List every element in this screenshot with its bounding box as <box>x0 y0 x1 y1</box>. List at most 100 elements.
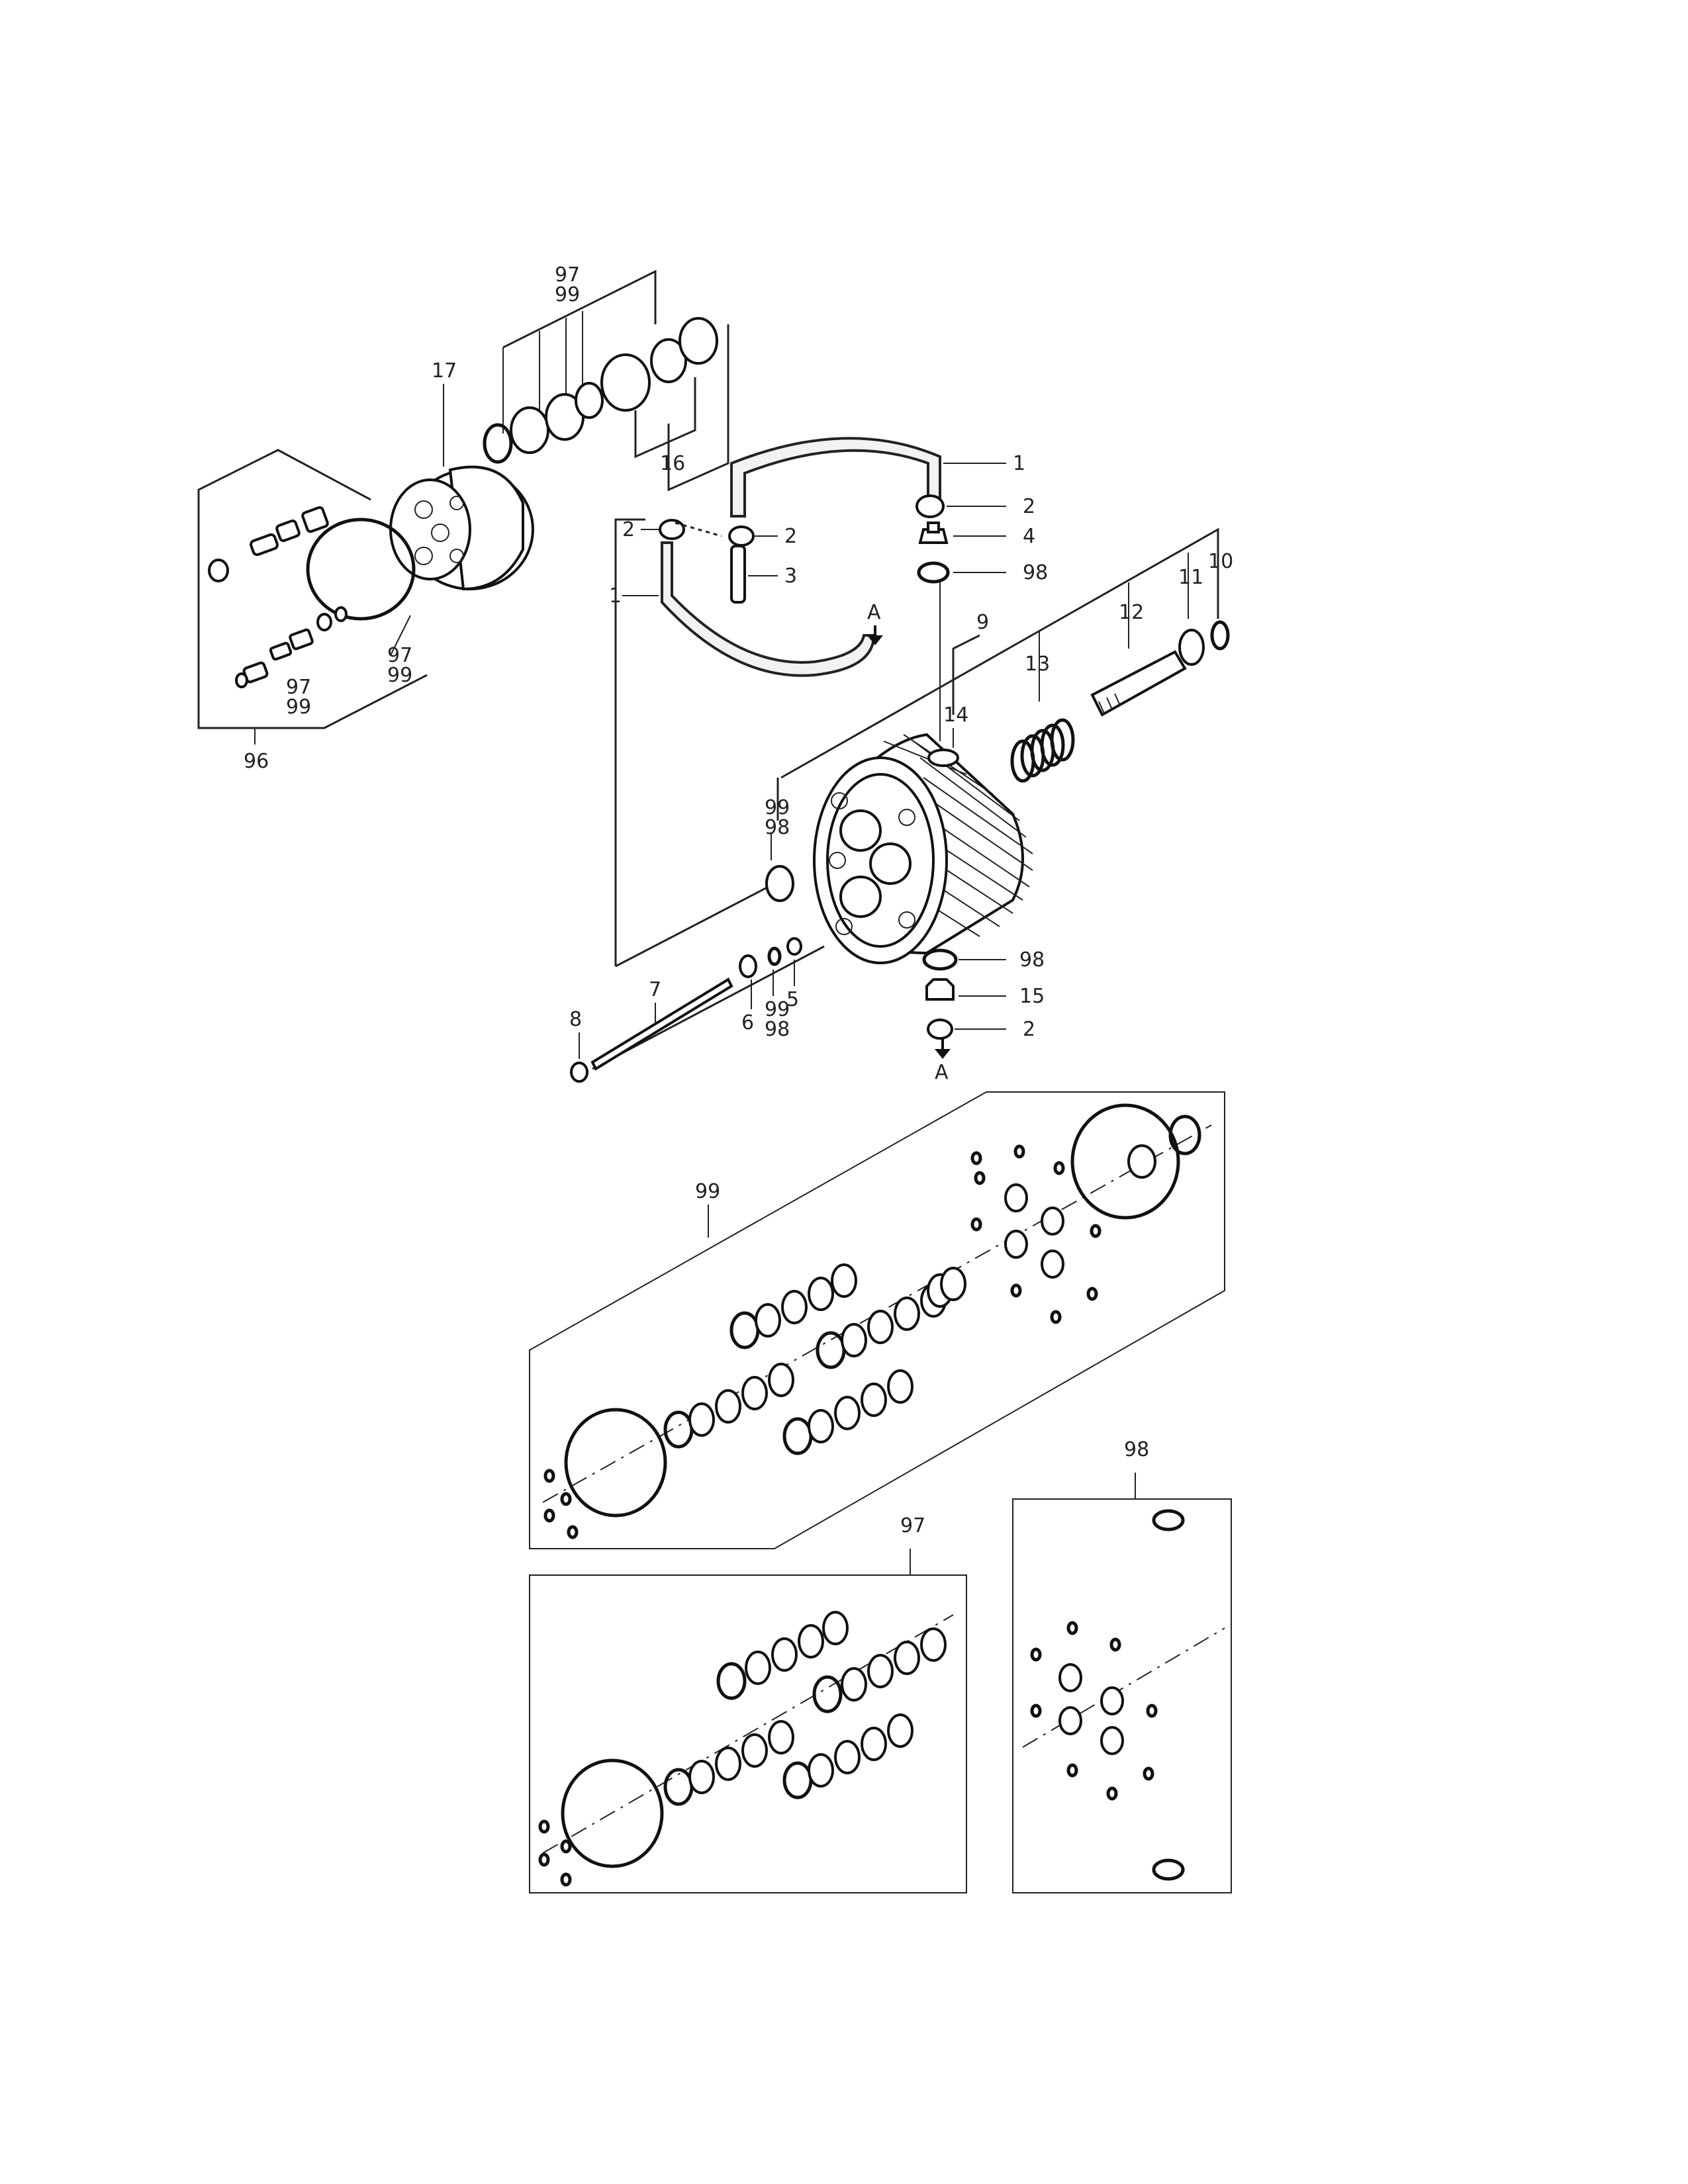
group-96-bracket <box>197 449 428 729</box>
callout-3: 3 <box>784 565 797 588</box>
support-ring <box>650 338 687 383</box>
kit-98-label: 98 <box>1124 1438 1149 1461</box>
part-15-plug <box>925 978 955 1001</box>
callout-4: 4 <box>1023 525 1035 548</box>
head-o-ring <box>306 518 416 621</box>
piston-bore <box>839 876 882 918</box>
arrow-down-icon <box>935 1039 951 1059</box>
callout-97: 97 <box>555 263 580 287</box>
part-8-nut <box>570 1062 588 1083</box>
kit-99-panel: 99 <box>529 1091 1225 1549</box>
callout-2: 2 <box>1023 495 1035 518</box>
callout-96: 96 <box>244 750 269 773</box>
callout-99: 99 <box>286 696 311 719</box>
callout-7: 7 <box>649 978 661 1001</box>
part-1-hose <box>730 437 941 518</box>
kit-99-label: 99 <box>695 1180 720 1203</box>
large-o-ring <box>561 1758 664 1868</box>
front-fasteners: 99 98 7 8 6 99 98 5 <box>569 518 825 1083</box>
part-10-snap-ring <box>1210 620 1230 651</box>
piston-bore <box>869 842 912 885</box>
outlet-fittings: 98 15 2 A <box>922 582 1045 1084</box>
o-ring <box>483 423 513 464</box>
callout-12: 12 <box>1119 601 1144 624</box>
o-ring <box>1168 1115 1201 1156</box>
o-ring <box>1152 1509 1185 1531</box>
packing-set: 97 99 16 <box>483 263 729 492</box>
large-o-ring <box>564 1408 667 1518</box>
callout-10: 10 <box>1208 550 1233 573</box>
part-98-seal <box>917 561 950 584</box>
part-2-clamp <box>728 525 755 547</box>
o-ring <box>1152 1858 1185 1881</box>
arrow-a-label: A <box>935 1061 949 1084</box>
callout-1: 1 <box>1013 452 1025 475</box>
part-14-port <box>927 749 959 767</box>
hose-set: 1 1 2 2 2 3 4 98 A <box>609 437 1048 677</box>
main-pump-housing: 14 9 <box>813 611 1033 964</box>
packing-ring <box>510 406 549 454</box>
part-3-tube <box>730 545 746 604</box>
callout-2: 2 <box>784 525 797 548</box>
packing-ring <box>575 382 604 419</box>
kit-97-panel: 97 <box>529 1514 967 1893</box>
large-o-ring <box>1070 1103 1180 1220</box>
kit-99-small-seals <box>543 1144 1102 1539</box>
small-o-ring <box>767 946 782 966</box>
callout-9: 9 <box>976 611 989 634</box>
callout-16: 16 <box>660 452 685 475</box>
seal-ring <box>765 865 794 902</box>
callout-97: 97 <box>387 644 412 667</box>
part-7-tie-rod <box>590 978 733 1071</box>
part-16-sleeve <box>679 317 718 365</box>
callout-2: 2 <box>622 518 635 541</box>
kit-97-small-rings <box>538 1819 572 1887</box>
part-2-clamp <box>927 1019 953 1040</box>
callout-98: 98 <box>1019 948 1045 972</box>
valve-parts <box>208 506 348 688</box>
arrow-down-icon <box>867 625 883 645</box>
callout-98: 98 <box>765 1018 790 1041</box>
callout-17: 17 <box>432 359 457 383</box>
kit-98-panel: 98 <box>1012 1438 1232 1893</box>
packing-retainer <box>600 353 651 412</box>
part-17-cylinder-head <box>389 465 534 591</box>
part-5-washer <box>786 937 802 956</box>
part-98-seal <box>922 948 958 971</box>
kit-99-packings <box>663 1263 966 1455</box>
group-96-valve-head: 97 99 97 99 96 17 <box>197 359 534 773</box>
callout-15: 15 <box>1019 985 1045 1008</box>
part-2-clamp <box>659 519 685 540</box>
callout-99: 99 <box>387 664 412 687</box>
part-11-washer <box>1178 629 1205 666</box>
callout-8: 8 <box>569 1008 582 1031</box>
seal <box>1127 1144 1156 1179</box>
part-1-hose <box>661 541 876 677</box>
kit-98-seals <box>1030 1621 1158 1801</box>
part-6-washer <box>739 954 757 978</box>
kit-98-box <box>1012 1498 1232 1893</box>
callout-11: 11 <box>1178 566 1203 589</box>
kit-97-box <box>529 1574 967 1893</box>
callout-99: 99 <box>765 796 790 819</box>
callout-5: 5 <box>786 988 799 1011</box>
kit-97-label: 97 <box>900 1514 925 1537</box>
part-2-clamp <box>915 494 945 518</box>
callout-13: 13 <box>1025 653 1050 676</box>
part-13-spring <box>1010 718 1075 783</box>
callout-98: 98 <box>765 816 790 839</box>
callout-99: 99 <box>765 998 790 1021</box>
shaft-parts: 13 12 11 10 <box>780 527 1233 783</box>
callout-2: 2 <box>1023 1018 1035 1041</box>
callout-99: 99 <box>555 283 580 306</box>
piston-bore <box>839 809 882 852</box>
callout-6: 6 <box>741 1011 754 1034</box>
callout-14: 14 <box>943 704 968 727</box>
arrow-a-label: A <box>867 601 881 624</box>
part-12-shaft <box>1090 650 1187 717</box>
callout-98: 98 <box>1023 561 1048 584</box>
part-4-fitting-top <box>927 522 940 533</box>
kit-97-packings <box>663 1611 947 1806</box>
callout-97: 97 <box>286 676 311 699</box>
